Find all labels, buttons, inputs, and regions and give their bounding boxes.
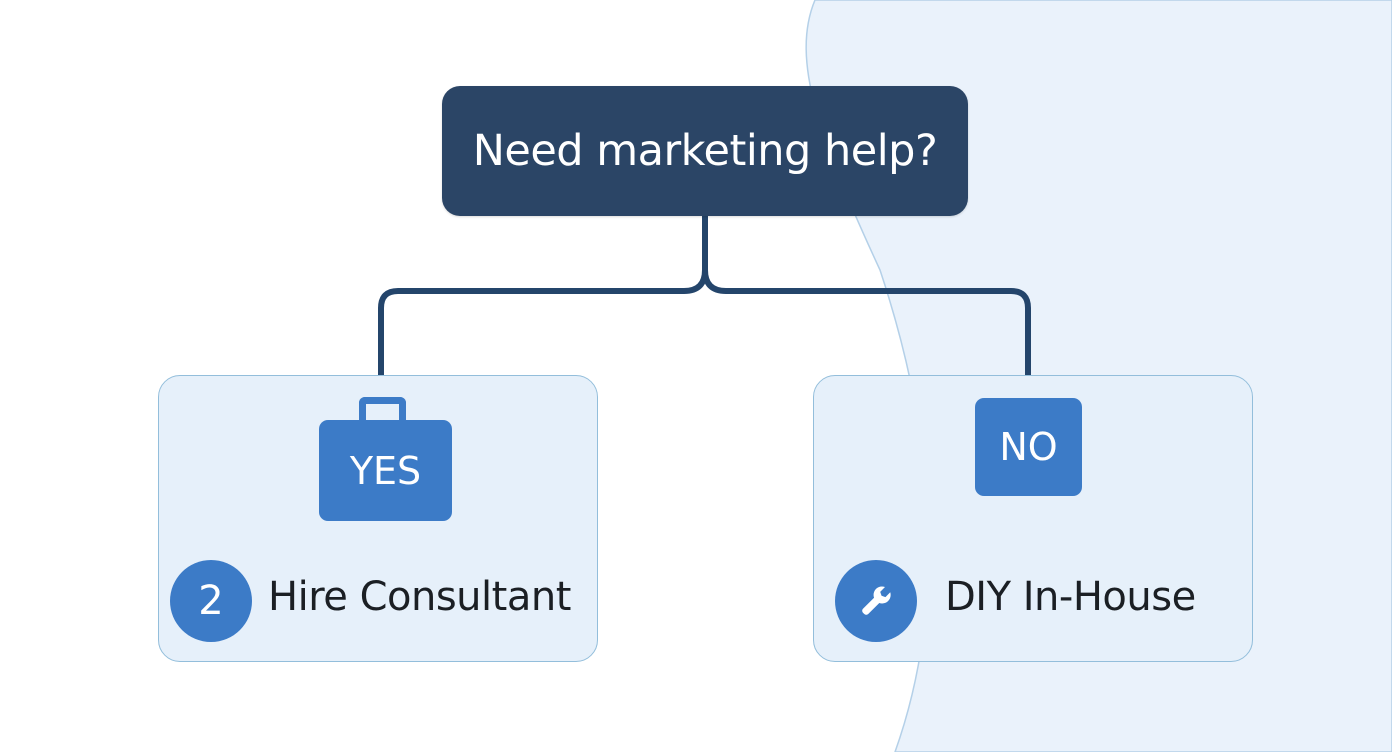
option-card-yes: YES 2 Hire Consultant	[158, 375, 598, 662]
option-card-no: NO DIY In-House	[813, 375, 1253, 662]
step-number-badge: 2	[170, 560, 252, 642]
wrench-icon	[835, 560, 917, 642]
question-node: Need marketing help?	[442, 86, 968, 216]
briefcase-icon: YES	[319, 397, 452, 521]
yes-badge: YES	[319, 420, 452, 521]
question-text: Need marketing help?	[472, 126, 938, 176]
wrench-glyph	[862, 586, 891, 615]
connector-lines	[378, 213, 1031, 378]
no-badge: NO	[975, 398, 1082, 496]
option-label-diy-in-house: DIY In-House	[945, 574, 1196, 620]
option-label-hire-consultant: Hire Consultant	[268, 574, 571, 620]
briefcase-handle	[359, 397, 406, 423]
